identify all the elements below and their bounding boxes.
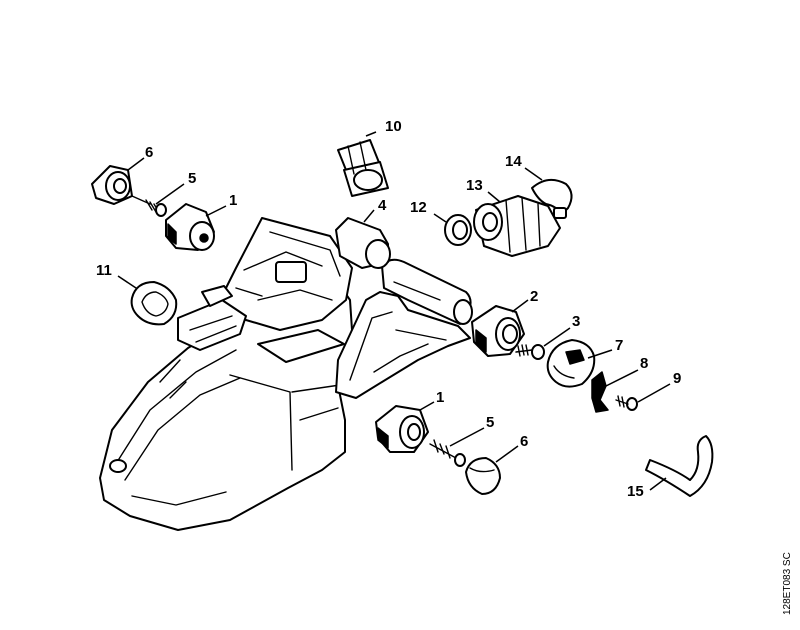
callouts: 10 6 5 1 4 12 13 14 11 2 3 7 8 9 1 5 6 1…: [96, 118, 681, 500]
callout-14: 14: [505, 153, 522, 170]
callout-9: 9: [673, 370, 681, 387]
callout-7: 7: [615, 337, 623, 354]
bracket-7: [546, 339, 596, 388]
buffer-1-bottom: [375, 405, 429, 453]
housing: [99, 217, 353, 531]
cap-6-bottom: [465, 457, 501, 495]
callout-5-top: 5: [188, 170, 196, 187]
callout-11: 11: [96, 262, 112, 279]
callout-4: 4: [378, 197, 387, 214]
handle: [335, 258, 473, 399]
reference-code: 128ET083 SC: [782, 536, 796, 626]
buffer-1-top: [165, 203, 215, 251]
screw-5-top: [131, 195, 167, 217]
callout-15: 15: [627, 483, 644, 500]
callout-8: 8: [640, 355, 648, 372]
screw-3: [515, 344, 545, 360]
callout-3: 3: [572, 313, 580, 330]
callout-13: 13: [466, 177, 483, 194]
sleeve-4: [335, 217, 391, 269]
callout-1-bottom: 1: [436, 389, 444, 406]
hose-15: [645, 435, 714, 497]
reference-code-text: 128ET083 SC: [782, 552, 793, 615]
callout-5-bottom: 5: [486, 414, 494, 431]
buffer-2: [471, 305, 525, 357]
callout-12: 12: [410, 199, 427, 216]
callout-6-top: 6: [145, 144, 153, 161]
screw-9: [615, 395, 638, 411]
callout-6-bottom: 6: [520, 433, 528, 450]
bellows-13: [473, 195, 561, 257]
spur-gear-10: [337, 139, 389, 197]
callout-10: 10: [385, 118, 402, 135]
leader-lines: [117, 131, 671, 491]
gasket-11: [130, 281, 178, 326]
ring-12: [444, 214, 472, 246]
lever-8: [591, 371, 609, 413]
hose-clamp-14: [531, 178, 573, 219]
screw-5-bottom: [429, 439, 466, 467]
callout-2: 2: [530, 288, 538, 305]
cap-6-top: [91, 165, 133, 205]
callout-1-top: 1: [229, 192, 237, 209]
